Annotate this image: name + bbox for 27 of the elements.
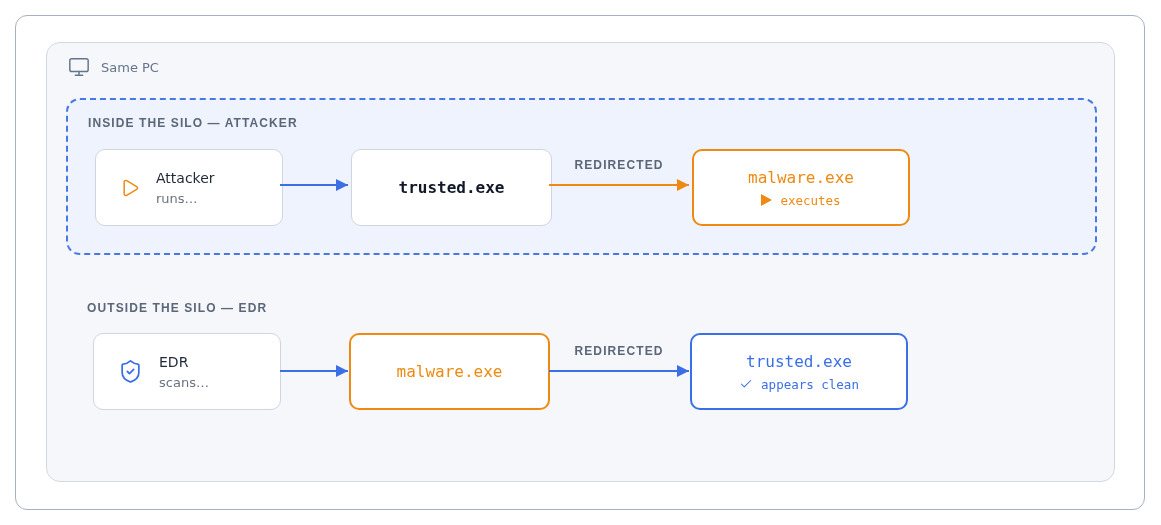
section-heading: OUTSIDE THE SILO — EDR — [87, 301, 268, 315]
file-box — [690, 333, 908, 410]
arrow — [548, 365, 690, 377]
edge-label: REDIRECTED — [574, 344, 664, 358]
node-subtitle: scans… — [159, 374, 209, 390]
file-box — [692, 149, 910, 226]
actor-box — [95, 149, 283, 226]
file-name: malware.exe — [396, 362, 503, 381]
file-status: appears clean — [761, 376, 859, 392]
dashed-group — [66, 98, 1097, 255]
arrow — [279, 365, 349, 377]
file-status: executes — [780, 192, 841, 208]
arrow — [279, 179, 349, 191]
group-heading: INSIDE THE SILO — ATTACKER — [88, 116, 298, 130]
file-box — [351, 149, 552, 226]
node-title: Attacker — [156, 169, 215, 186]
actor-box — [93, 333, 281, 410]
panel-title: Same PC — [101, 59, 159, 75]
arrow — [548, 179, 690, 191]
node-subtitle: runs… — [156, 190, 199, 206]
file-name: trusted.exe — [398, 178, 505, 197]
panel — [46, 42, 1115, 482]
edge-label: REDIRECTED — [574, 158, 664, 172]
file-name: malware.exe — [748, 167, 854, 187]
file-name: trusted.exe — [746, 351, 852, 371]
node-title: EDR — [159, 353, 190, 370]
file-box — [349, 333, 550, 410]
